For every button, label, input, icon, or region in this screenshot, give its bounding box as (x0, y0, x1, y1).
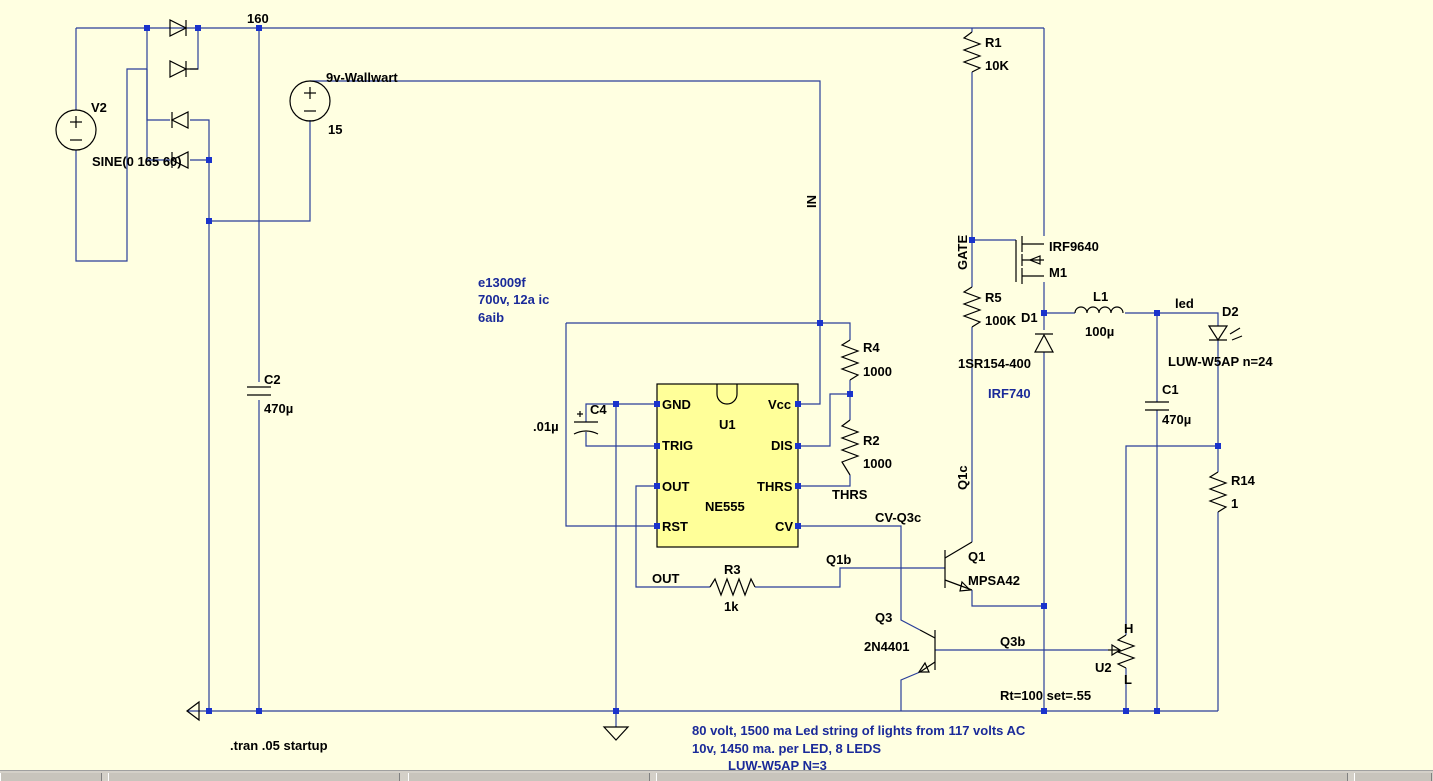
taskbar-button[interactable] (1354, 773, 1432, 781)
r4-name: R4 (863, 340, 880, 355)
net-label-160: 160 (247, 11, 269, 26)
u1-part: NE555 (705, 499, 745, 514)
u1-pin-gnd: GND (662, 397, 691, 412)
u1-ne555[interactable] (656, 383, 799, 548)
r1-name: R1 (985, 35, 1002, 50)
v2-source[interactable] (55, 109, 97, 151)
net-label-out: OUT (652, 571, 680, 586)
net-label-q3b: Q3b (1000, 634, 1025, 649)
l1-value: 100µ (1085, 324, 1114, 339)
taskbar-button[interactable] (408, 773, 650, 781)
u1-name: U1 (719, 417, 736, 432)
r4-resistor[interactable] (840, 339, 860, 381)
note-line-3: LUW-W5AP N=3 (728, 758, 827, 773)
r2-name: R2 (863, 433, 880, 448)
r14-resistor[interactable] (1208, 471, 1228, 513)
r4-value: 1000 (863, 364, 892, 379)
u1-pin-out: OUT (662, 479, 690, 494)
q1-model: MPSA42 (968, 573, 1020, 588)
junction-dots (144, 25, 1221, 714)
c4-capacitor[interactable] (573, 411, 599, 435)
u2-params: Rt=100 set=.55 (1000, 688, 1091, 703)
net-label-led: led (1175, 296, 1194, 311)
r2-value: 1000 (863, 456, 892, 471)
d2-led[interactable] (1207, 325, 1243, 342)
m1-model: IRF9640 (1049, 239, 1099, 254)
q3-model: 2N4401 (864, 639, 910, 654)
d2-model: LUW-W5AP n=24 (1168, 354, 1273, 369)
c1-name: C1 (1162, 382, 1179, 397)
c2-value: 470µ (264, 401, 293, 416)
v2-name: V2 (91, 100, 107, 115)
r2-resistor[interactable] (840, 419, 860, 476)
c2-capacitor[interactable] (247, 386, 271, 396)
v2-value: SINE(0 165 60) (92, 154, 182, 169)
net-label-in: IN (804, 195, 819, 208)
u1-pin-vcc: Vcc (768, 397, 791, 412)
bridge-diodes[interactable] (169, 19, 198, 169)
taskbar-button[interactable] (108, 773, 400, 781)
q1-transistor[interactable] (944, 541, 973, 592)
taskbar-button[interactable] (656, 773, 1348, 781)
r1-value: 10K (985, 58, 1009, 73)
r3-name: R3 (724, 562, 741, 577)
d1-name: D1 (1021, 310, 1038, 325)
q3-name: Q3 (875, 610, 892, 625)
net-label-q1b: Q1b (826, 552, 851, 567)
q3-transistor[interactable] (917, 629, 936, 673)
wallwart-label: 9v-Wallwart (326, 70, 398, 85)
irf740-note: IRF740 (988, 386, 1031, 401)
u2-l-pin: L (1124, 672, 1132, 687)
d1-diode[interactable] (1034, 333, 1054, 353)
ground-symbol (602, 726, 630, 741)
comment-line-2: 700v, 12a ic (478, 292, 549, 307)
r3-value: 1k (724, 599, 739, 614)
r3-resistor[interactable] (709, 577, 756, 597)
net-label-cv-q3c: CV-Q3c (875, 510, 921, 525)
u2-h-pin: H (1124, 621, 1133, 636)
q1-name: Q1 (968, 549, 985, 564)
u1-pin-cv: CV (775, 519, 793, 534)
wires (75, 27, 1219, 727)
net-label-thrs: THRS (832, 487, 868, 502)
io-port-flag (186, 700, 200, 722)
u2-potentiometer[interactable] (1108, 634, 1136, 669)
note-line-2: 10v, 1450 ma. per LED, 8 LEDS (692, 741, 881, 756)
c4-value: .01µ (533, 419, 559, 434)
taskbar-button[interactable] (0, 773, 102, 781)
net-label-q1c: Q1c (955, 465, 970, 490)
c1-capacitor[interactable] (1145, 401, 1169, 411)
r14-value: 1 (1231, 496, 1238, 511)
r5-resistor[interactable] (962, 286, 982, 328)
d2-name: D2 (1222, 304, 1239, 319)
c1-value: 470µ (1162, 412, 1191, 427)
l1-inductor[interactable] (1074, 306, 1124, 314)
u1-pin-dis: DIS (771, 438, 793, 453)
wallwart-value: 15 (328, 122, 342, 137)
l1-name: L1 (1093, 289, 1108, 304)
note-line-1: 80 volt, 1500 ma Led string of lights fr… (692, 723, 1026, 738)
u1-pin-rst: RST (662, 519, 688, 534)
comment-line-3: 6aib (478, 310, 504, 325)
c2-name: C2 (264, 372, 281, 387)
c4-name: C4 (590, 402, 607, 417)
r14-name: R14 (1231, 473, 1256, 488)
d1-model: 1SR154-400 (958, 356, 1031, 371)
m1-name: M1 (1049, 265, 1067, 280)
u1-pin-trig: TRIG (662, 438, 693, 453)
taskbar (0, 770, 1433, 781)
r5-name: R5 (985, 290, 1002, 305)
tran-directive[interactable]: .tran .05 startup (230, 738, 328, 753)
net-label-gate: GATE (955, 235, 970, 270)
comment-line-1: e13009f (478, 275, 526, 290)
u1-pin-thrs: THRS (757, 479, 793, 494)
u2-name: U2 (1095, 660, 1112, 675)
m1-mosfet[interactable] (1015, 236, 1044, 284)
r1-resistor[interactable] (962, 31, 982, 73)
wallwart-source[interactable] (289, 80, 331, 122)
r5-value: 100K (985, 313, 1017, 328)
